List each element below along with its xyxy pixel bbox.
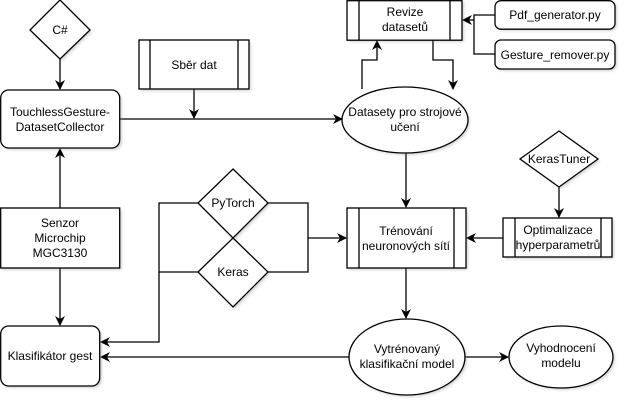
node-revize: Revize datasetů: [346, 0, 464, 42]
node-collector-label-2: DatasetCollector: [16, 120, 105, 134]
node-pytorch-label: PyTorch: [211, 196, 254, 210]
node-senzor-label-2: Microchip: [34, 231, 86, 245]
edge-frameworks-klasifikator: [100, 272, 160, 347]
node-keras-label: Keras: [217, 265, 248, 279]
node-keras: Keras: [197, 237, 270, 309]
node-vyhodnoceni-label-2: modelu: [541, 356, 580, 370]
node-pdf-generator-label: Pdf_generator.py: [509, 8, 600, 22]
node-klasifikator-label: Klasifikátor gest: [8, 349, 93, 363]
edge-gestureremover-revize: [473, 20, 495, 55]
node-trenovani: Trénování neuronových sítí: [346, 207, 468, 270]
node-optimalizace-label-2: hyperparametrů: [516, 238, 601, 252]
edge-revize-datasety: [432, 40, 458, 90]
node-vytrenovany-label-2: klasifikační model: [360, 357, 455, 371]
node-collector-label-1: TouchlessGesture-: [10, 105, 110, 119]
node-kerastuner-label: KerasTuner: [528, 152, 590, 166]
node-trenovani-label-1: Trénování: [379, 224, 433, 238]
node-revize-label-2: datasetů: [382, 20, 428, 34]
edge-pytorch-trenovani: [268, 202, 309, 273]
edge-pdf-revize: [462, 14, 495, 25]
node-vyhodnoceni-label-1: Vyhodnocení: [526, 341, 596, 355]
node-trenovani-label-2: neuronových sítí: [362, 239, 451, 253]
node-sber-dat-label: Sběr dat: [171, 58, 217, 72]
node-senzor: Senzor Microchip MGC3130: [0, 207, 122, 270]
node-senzor-label-1: Senzor: [41, 216, 79, 230]
node-collector: TouchlessGesture- DatasetCollector: [0, 89, 122, 150]
node-klasifikator: Klasifikátor gest: [0, 325, 102, 388]
node-kerastuner: KerasTuner: [518, 130, 600, 189]
node-pytorch: PyTorch: [197, 168, 270, 240]
node-senzor-label-3: MGC3130: [33, 246, 88, 260]
node-csharp: C#: [29, 0, 92, 61]
edge-pytorch-klasifikator: [158, 202, 198, 273]
node-sber-dat: Sběr dat: [138, 39, 251, 91]
node-optimalizace: Optimalizace hyperparametrů: [502, 217, 614, 259]
node-datasety-label-1: Datasety pro strojové: [348, 105, 462, 119]
node-gesture-remover: Gesture_remover.py: [494, 39, 617, 71]
node-datasety-label-2: učení: [390, 120, 420, 134]
node-revize-label-1: Revize: [387, 5, 424, 19]
edge-datasety-revize: [361, 40, 382, 89]
node-vytrenovany-label-1: Vytrénovaný: [374, 342, 440, 356]
node-csharp-label: C#: [52, 23, 68, 37]
node-gesture-remover-label: Gesture_remover.py: [501, 48, 610, 62]
edges: [55, 14, 564, 362]
node-pdf-generator: Pdf_generator.py: [494, 0, 617, 31]
node-vyhodnoceni: Vyhodnocení modelu: [508, 325, 615, 390]
node-datasety: Datasety pro strojové učení: [341, 86, 470, 155]
node-optimalizace-label-1: Optimalizace: [523, 223, 593, 237]
node-vytrenovany: Vytrénovaný klasifikační model: [348, 318, 467, 397]
